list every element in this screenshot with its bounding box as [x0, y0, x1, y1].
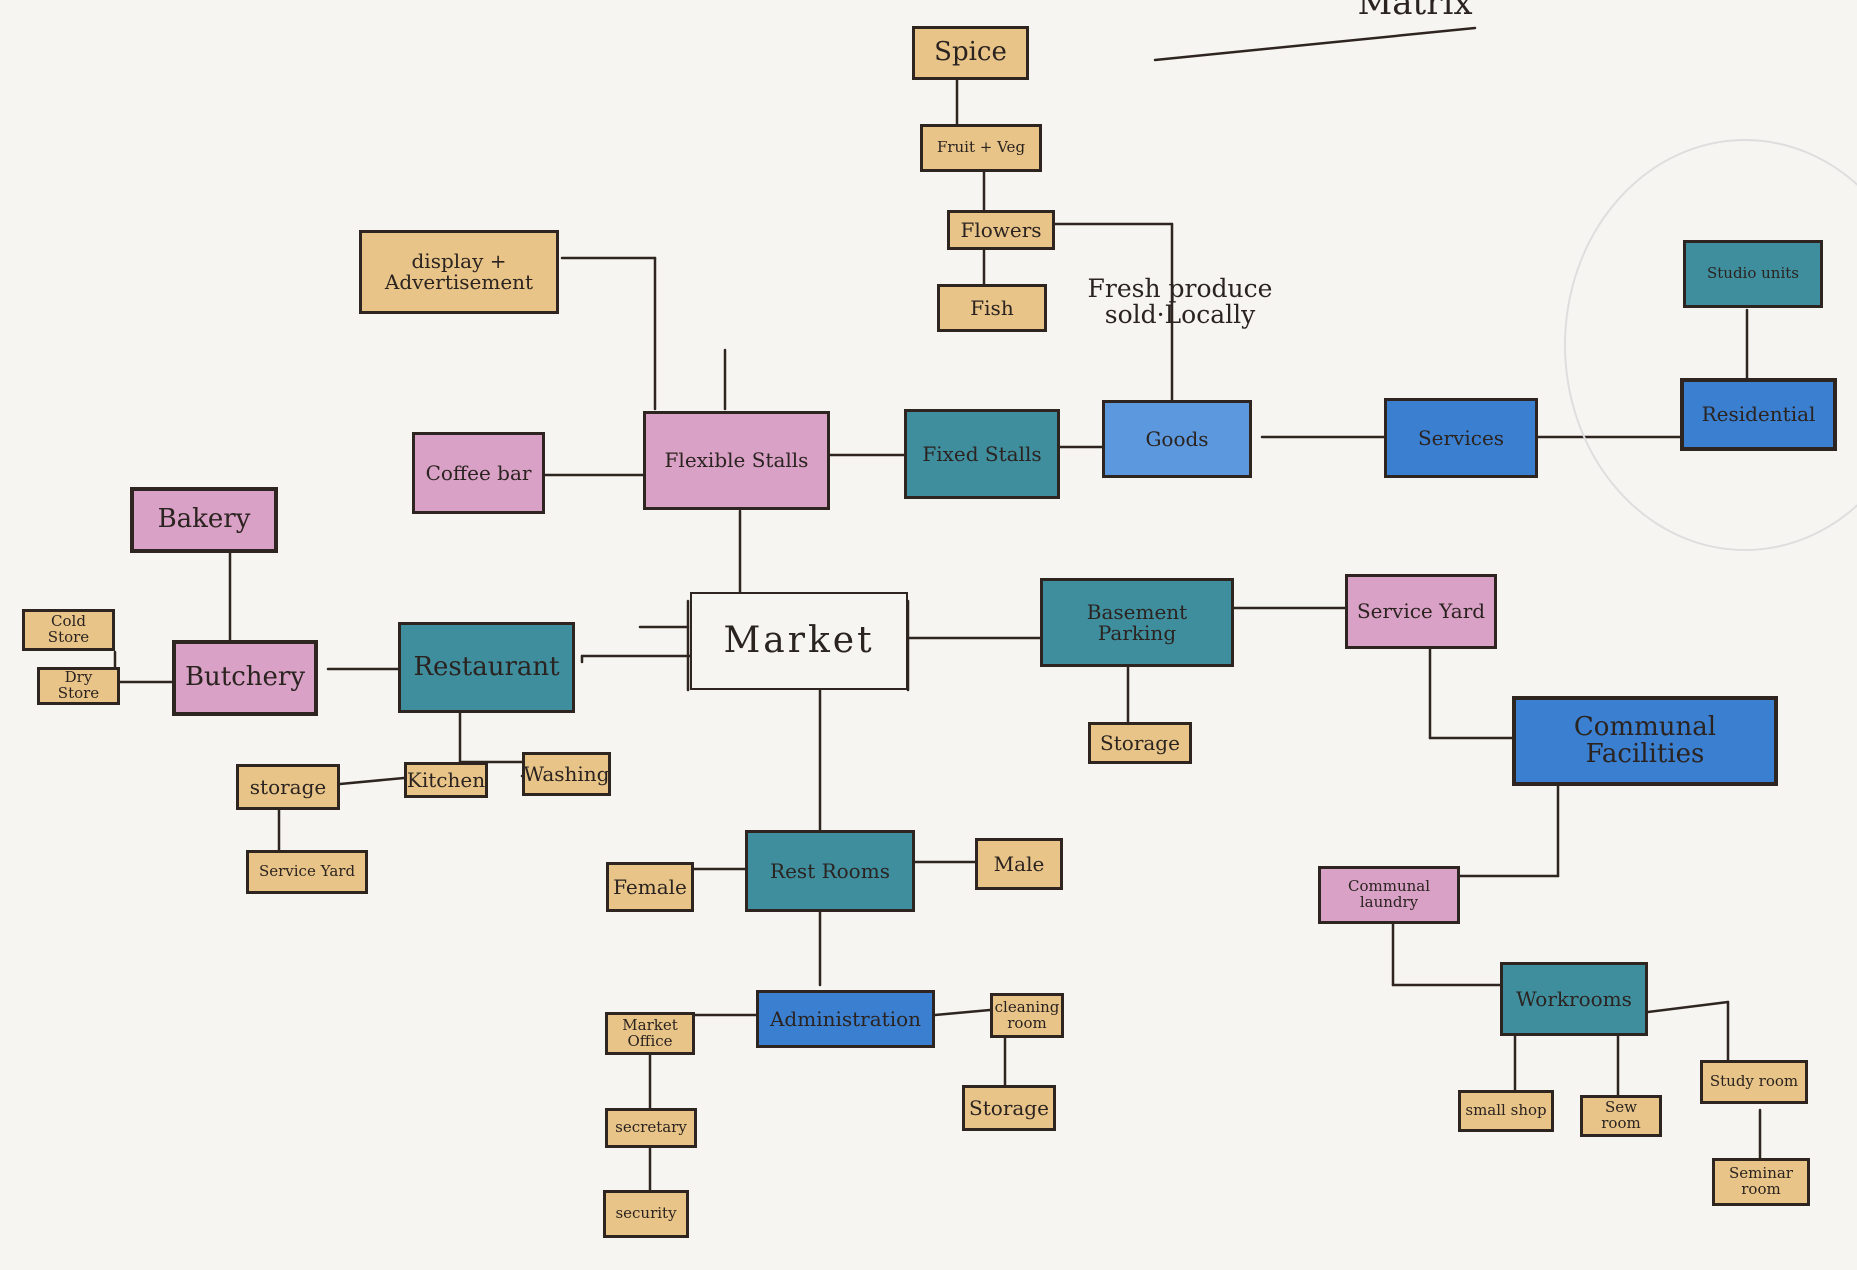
page-header: Matrix — [1357, 0, 1473, 23]
node-butchery: Butchery — [172, 640, 318, 716]
annotation-fresh-produce: Fresh produce sold·Locally — [1087, 274, 1273, 330]
node-administration: Administration — [756, 990, 935, 1048]
node-washing: Washing — [522, 752, 611, 796]
node-kitchen: Kitchen — [404, 762, 488, 798]
node-goods: Goods — [1102, 400, 1252, 478]
node-services: Services — [1384, 398, 1538, 478]
node-flowers: Flowers — [947, 210, 1055, 250]
node-male: Male — [975, 838, 1063, 890]
node-rest-rooms: Rest Rooms — [745, 830, 915, 912]
node-fruit-veg: Fruit + Veg — [920, 124, 1042, 172]
node-display-advertisement: display + Advertisement — [359, 230, 559, 314]
node-secretary: secretary — [605, 1108, 697, 1148]
node-basement-parking: Basement Parking — [1040, 578, 1234, 667]
node-study-room: Study room — [1700, 1060, 1808, 1104]
node-dry-store: Dry Store — [37, 667, 120, 705]
node-storage-mid: Storage — [1088, 722, 1192, 764]
node-cold-store: Cold Store — [22, 609, 115, 651]
node-flexible-stalls: Flexible Stalls — [643, 411, 830, 510]
node-communal-laundry: Communal laundry — [1318, 866, 1460, 924]
node-residential: Residential — [1680, 378, 1837, 451]
node-market: Market — [690, 592, 908, 690]
node-storage-left: storage — [236, 764, 340, 810]
node-workrooms: Workrooms — [1500, 962, 1648, 1036]
node-security: security — [603, 1190, 689, 1238]
node-coffee-bar: Coffee bar — [412, 432, 545, 514]
node-studio-units: Studio units — [1683, 240, 1823, 308]
node-service-yard: Service Yard — [1345, 574, 1497, 649]
node-small-shop: small shop — [1458, 1090, 1554, 1132]
node-female: Female — [606, 862, 694, 912]
node-market-office: Market Office — [605, 1012, 695, 1055]
node-cleaning-room: cleaning room — [990, 993, 1064, 1038]
node-bakery: Bakery — [130, 487, 278, 553]
node-fixed-stalls: Fixed Stalls — [904, 409, 1060, 499]
node-communal-facilities: Communal Facilities — [1512, 696, 1778, 786]
node-service-yard-left: Service Yard — [246, 850, 368, 894]
node-restaurant: Restaurant — [398, 622, 575, 713]
node-fish: Fish — [937, 284, 1047, 332]
node-sew-room: Sew room — [1580, 1095, 1662, 1137]
node-storage-admin: Storage — [962, 1085, 1056, 1131]
node-spice: Spice — [912, 26, 1029, 80]
node-seminar-room: Seminar room — [1712, 1158, 1810, 1206]
